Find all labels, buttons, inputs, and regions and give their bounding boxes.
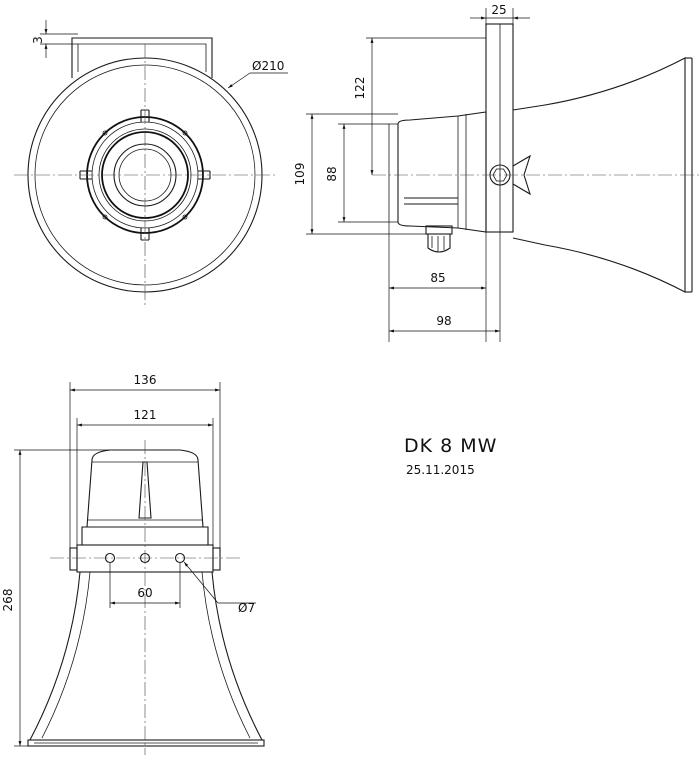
dim-98: 98: [389, 232, 501, 342]
drawing-title: DK 8 MW: [404, 435, 497, 457]
dim-bracket-width: 25: [470, 3, 530, 26]
dim-136: 136: [69, 373, 221, 552]
dim-122: 122: [353, 37, 486, 175]
dim-136-label: 136: [134, 373, 157, 387]
dim-bracket-width-label: 25: [491, 3, 506, 17]
dim-hole-spacing: 60: [109, 563, 181, 608]
dim-85: 85: [388, 222, 487, 342]
dim-hole-diameter: Ø7: [183, 561, 256, 615]
dim-bracket-gap: 3: [31, 20, 78, 58]
dim-121-label: 121: [134, 408, 157, 422]
dim-88-label: 88: [325, 166, 339, 181]
dim-diameter-210: Ø210: [227, 59, 288, 89]
dim-hole-spacing-label: 60: [137, 586, 152, 600]
dim-121: 121: [76, 408, 214, 545]
bottom-view: [27, 440, 265, 755]
dim-98-label: 98: [436, 314, 451, 328]
dim-diameter-210-label: Ø210: [252, 59, 284, 73]
dim-109-label: 109: [293, 163, 307, 186]
side-view: [372, 23, 700, 293]
dim-88: 88: [325, 123, 389, 223]
dim-hole-diameter-label: Ø7: [238, 601, 255, 615]
dim-bracket-gap-label: 3: [31, 36, 45, 44]
dim-268: 268: [1, 449, 110, 747]
dim-268-label: 268: [1, 589, 15, 612]
dim-109: 109: [293, 113, 426, 235]
dim-122-label: 122: [353, 77, 367, 100]
front-view: [14, 37, 276, 306]
drawing-date: 25.11.2015: [406, 463, 475, 477]
dim-85-label: 85: [430, 271, 445, 285]
